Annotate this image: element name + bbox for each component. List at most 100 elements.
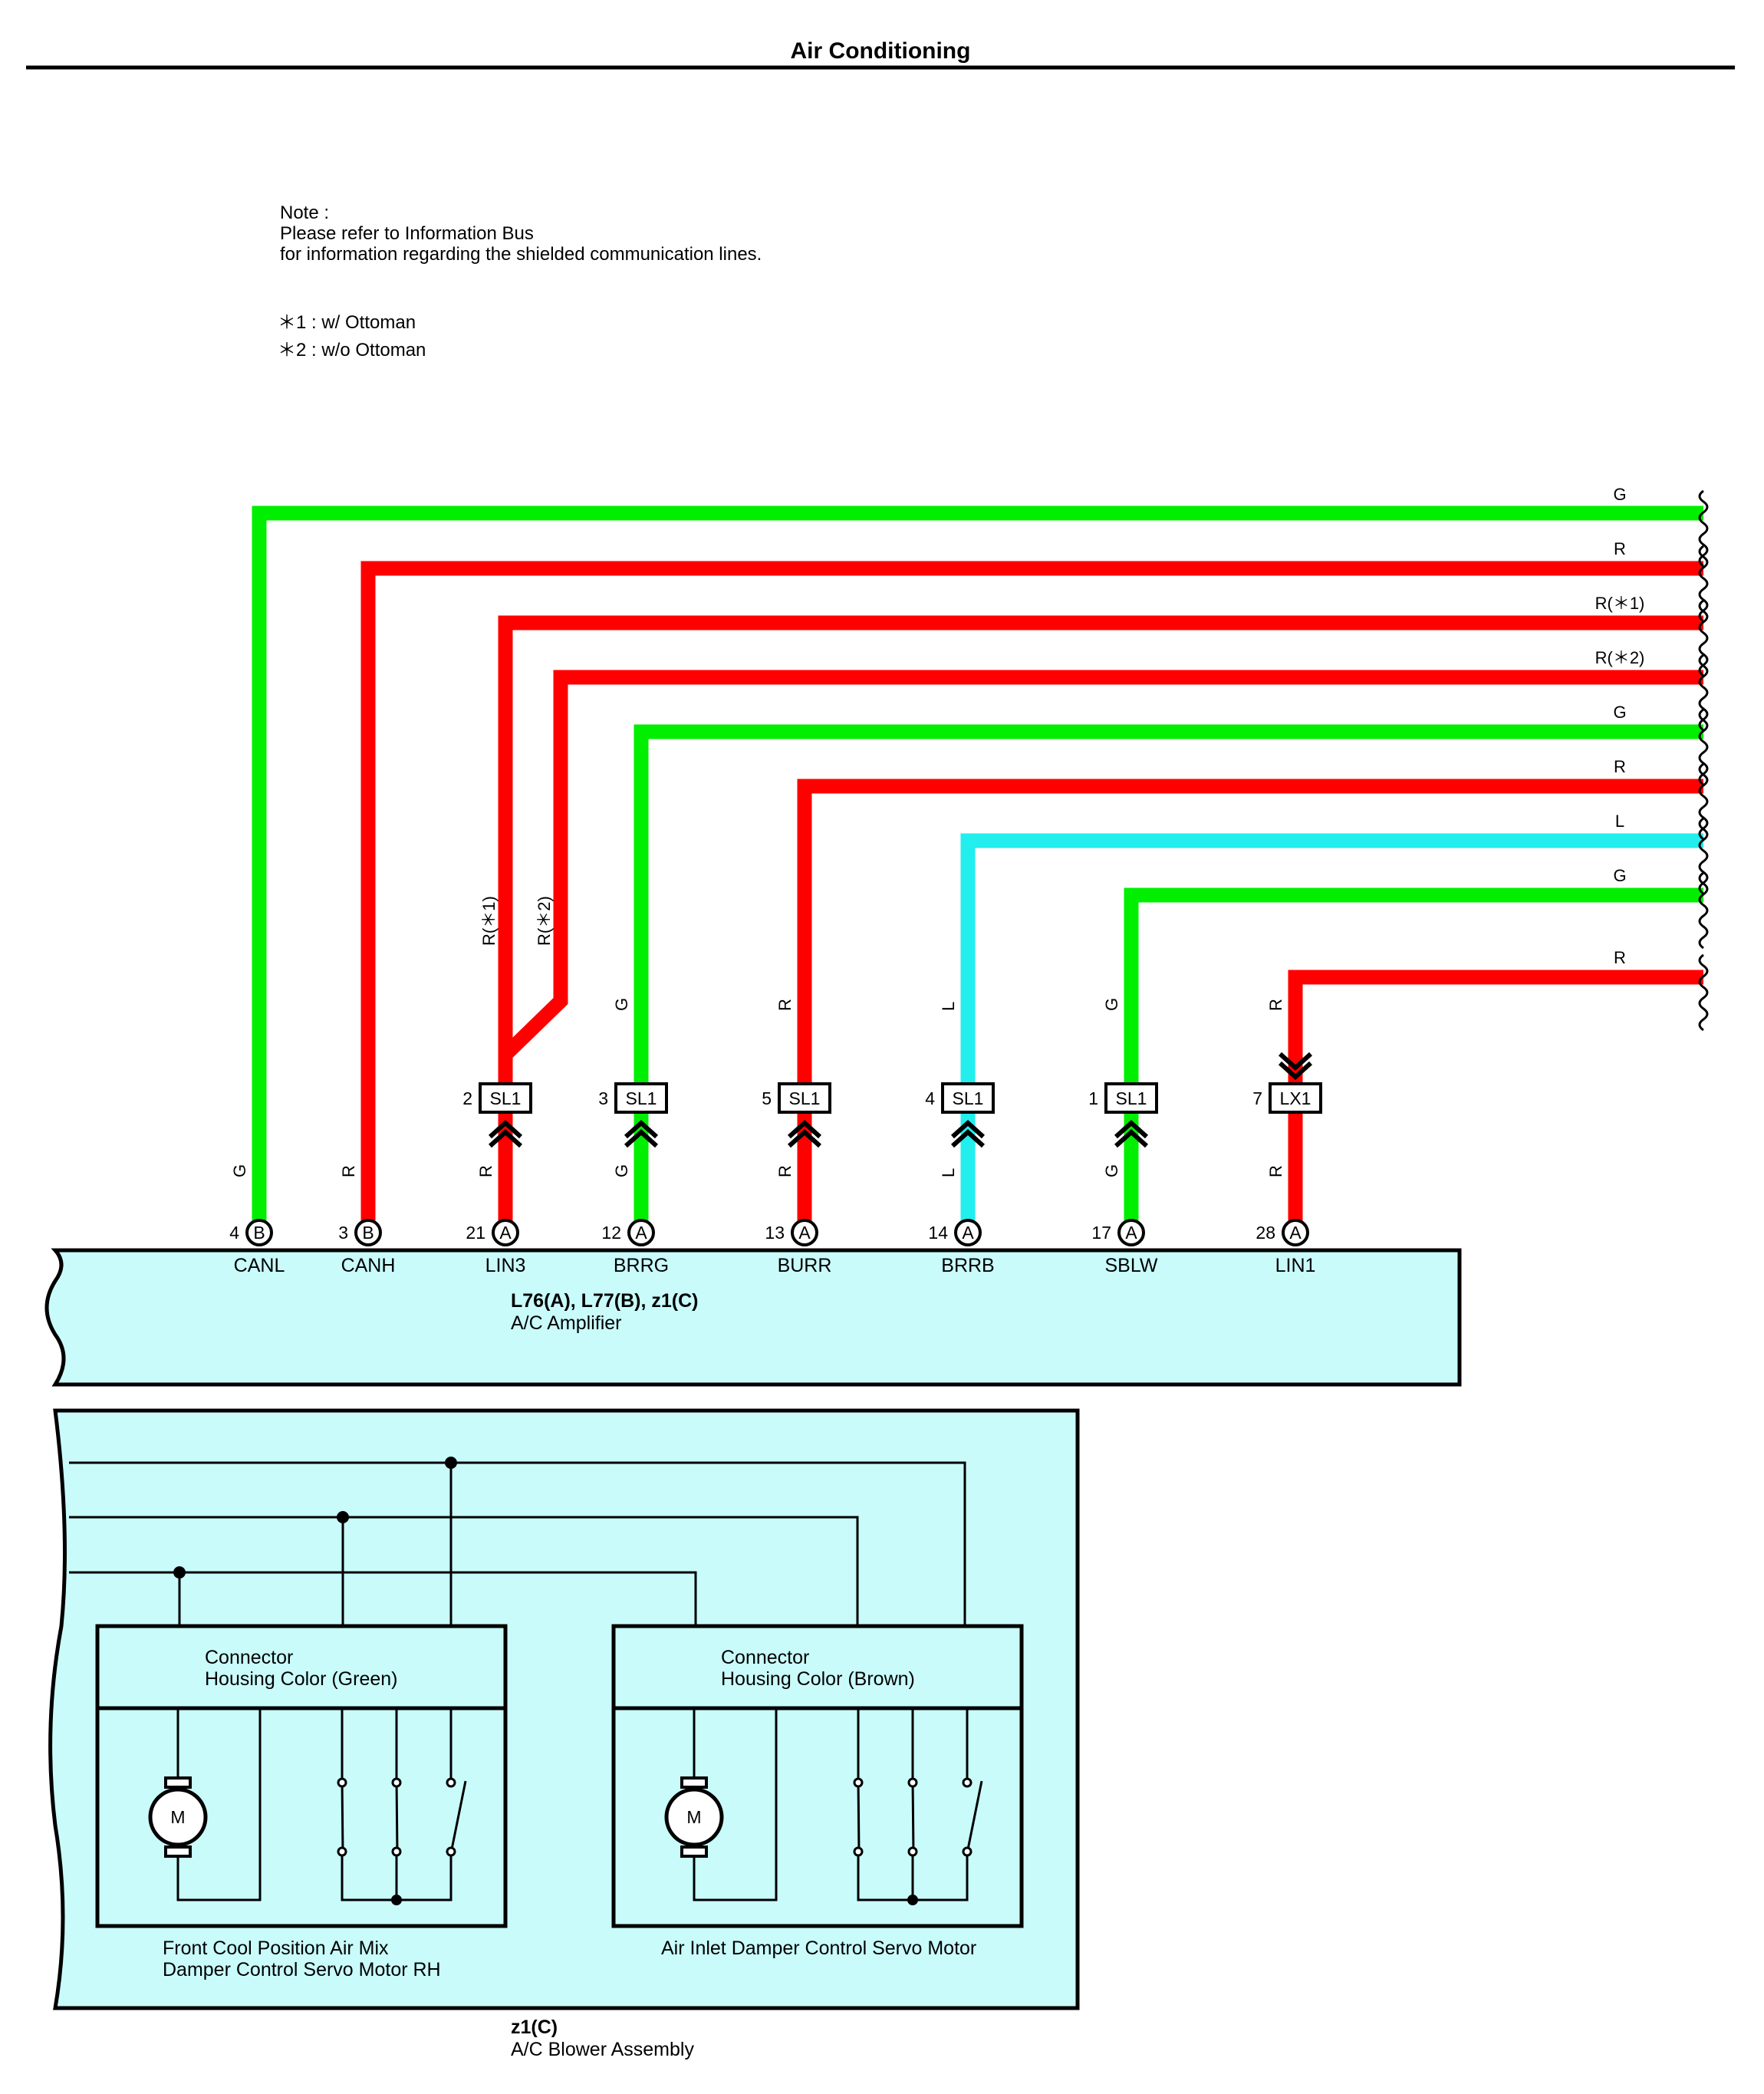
connector-pin: 4 bbox=[925, 1088, 935, 1108]
wire-label: G bbox=[1613, 703, 1626, 722]
wires bbox=[252, 505, 1703, 1233]
inline-connector-sl1: SL1 3 bbox=[598, 1082, 668, 1148]
junction-dot bbox=[445, 1457, 457, 1469]
vlabel-lower: R bbox=[339, 1165, 358, 1177]
vlabel-upper: G bbox=[612, 998, 631, 1011]
connector-pin: 5 bbox=[762, 1088, 772, 1108]
pin-number: 12 bbox=[601, 1223, 621, 1243]
footnote-1: ＊1 : w/ Ottoman bbox=[278, 312, 416, 333]
pin-name: CANH bbox=[341, 1255, 396, 1276]
wire-lin1-r bbox=[1288, 970, 1703, 1233]
amplifier-code: L76(A), L77(B), z1(C) bbox=[511, 1290, 698, 1312]
break-mark-8 bbox=[1698, 871, 1709, 950]
pin-conn-letter: B bbox=[253, 1223, 265, 1243]
note-line-2: for information regarding the shielded c… bbox=[280, 244, 762, 265]
pin-name: BRRG bbox=[614, 1255, 669, 1276]
inline-connector-sl1: SL1 4 bbox=[925, 1082, 995, 1148]
pin-name: BRRB bbox=[941, 1255, 994, 1276]
pin-circle bbox=[791, 1219, 818, 1246]
switch-contacts bbox=[853, 1777, 973, 1857]
connector-code: SL1 bbox=[626, 1088, 657, 1108]
pin-circle bbox=[627, 1219, 655, 1246]
inline-connector-sl1: SL1 5 bbox=[762, 1082, 831, 1148]
pin-circle bbox=[245, 1219, 273, 1246]
amplifier-body bbox=[44, 1248, 1462, 1387]
pin-conn-letter: A bbox=[798, 1223, 811, 1243]
servo-right-connector-line2: Housing Color (Brown) bbox=[721, 1668, 915, 1690]
motor-label: M bbox=[686, 1807, 701, 1827]
wire-lin3-r2 bbox=[500, 670, 1703, 1060]
connector-pin: 7 bbox=[1252, 1088, 1262, 1108]
wire-label: G bbox=[1613, 485, 1626, 504]
vlabel-upper: R bbox=[775, 999, 795, 1011]
wire-label: R bbox=[1614, 757, 1626, 776]
connector-arrow-icon bbox=[624, 1119, 659, 1148]
pin-name: LIN3 bbox=[485, 1255, 526, 1276]
wire-lin3-r1 bbox=[498, 615, 1703, 1055]
blower-code: z1(C) bbox=[511, 2017, 558, 2038]
pin-number: 21 bbox=[466, 1223, 485, 1243]
junction-dots bbox=[173, 1457, 457, 1579]
servo-right-name-line1: Air Inlet Damper Control Servo Motor bbox=[661, 1938, 976, 1959]
bus-line-2 bbox=[69, 1516, 859, 1626]
amp-pin-canh: B 3 CANH bbox=[338, 1219, 396, 1276]
vlabel-upper: G bbox=[1102, 998, 1121, 1011]
footnote-2: ＊2 : w/o Ottoman bbox=[278, 340, 426, 361]
amplifier-pins: B 4 CANL B 3 CANH A 21 LIN3 A 12 BRRG A … bbox=[229, 1219, 1316, 1276]
motor-icon bbox=[148, 1787, 208, 1847]
connector-box bbox=[778, 1082, 831, 1114]
amp-pin-canl: B 4 CANL bbox=[229, 1219, 285, 1276]
motor-brush-bottom bbox=[680, 1845, 708, 1858]
vlabel-lower: R bbox=[476, 1165, 495, 1177]
amp-pin-lin3: A 21 LIN3 bbox=[466, 1219, 526, 1276]
pin-circle bbox=[1117, 1219, 1145, 1246]
connector-code: SL1 bbox=[953, 1088, 984, 1108]
amp-pin-brrg: A 12 BRRG bbox=[601, 1219, 669, 1276]
break-mark-3 bbox=[1698, 599, 1709, 677]
diagram-title: Air Conditioning bbox=[791, 38, 971, 64]
wire-label: L bbox=[1615, 812, 1624, 831]
motor-brush-top bbox=[164, 1776, 192, 1789]
pin-circle bbox=[354, 1219, 382, 1246]
junction-dot bbox=[337, 1511, 349, 1523]
blower-internal-wiring bbox=[69, 1461, 966, 1626]
wire-sblw-g bbox=[1124, 887, 1703, 1233]
connector-pin: 3 bbox=[598, 1088, 608, 1108]
servo-motor-right: Connector Housing Color (Brown) M Air In… bbox=[611, 1624, 1024, 1959]
connector-box bbox=[941, 1082, 995, 1114]
pin-number: 4 bbox=[229, 1223, 239, 1243]
pin-conn-letter: A bbox=[962, 1223, 974, 1243]
pin-number: 13 bbox=[765, 1223, 785, 1243]
wire-label: R bbox=[1614, 948, 1626, 967]
pin-name: CANL bbox=[234, 1255, 285, 1276]
wire-label: R(＊2) bbox=[1595, 648, 1645, 667]
vlabel-lower: G bbox=[1102, 1164, 1121, 1177]
connector-arrow-icon bbox=[787, 1119, 822, 1148]
inline-connector-lx1: LX1 7 bbox=[1252, 1052, 1322, 1114]
wire-breaks bbox=[1698, 489, 1709, 1032]
amp-pin-sblw: A 17 SBLW bbox=[1091, 1219, 1158, 1276]
connector-box bbox=[614, 1082, 668, 1114]
amplifier-name: A/C Amplifier bbox=[511, 1312, 621, 1334]
pin-number: 3 bbox=[338, 1223, 348, 1243]
connector-arrow-icon bbox=[488, 1119, 523, 1148]
connector-box bbox=[1104, 1082, 1158, 1114]
blower-name: A/C Blower Assembly bbox=[511, 2039, 694, 2060]
vlabel-lower: G bbox=[230, 1164, 249, 1177]
servo-motor-left: Connector Housing Color (Green) M Front … bbox=[95, 1624, 508, 1980]
pin-number: 14 bbox=[928, 1223, 948, 1243]
vlabel-lower: R bbox=[1266, 1165, 1285, 1177]
motor-icon bbox=[664, 1787, 724, 1847]
break-mark-2 bbox=[1698, 545, 1709, 623]
motor-brush-bottom bbox=[164, 1845, 192, 1858]
note-line-1: Please refer to Information Bus bbox=[280, 223, 534, 244]
servo-right-frame bbox=[611, 1624, 1024, 1928]
servo-right-circuit bbox=[693, 1708, 983, 1901]
junction-dot bbox=[391, 1895, 402, 1905]
pin-name: LIN1 bbox=[1275, 1255, 1316, 1276]
connector-box bbox=[479, 1082, 532, 1114]
connector-code: SL1 bbox=[789, 1088, 821, 1108]
break-mark-4 bbox=[1698, 654, 1709, 732]
break-mark-5 bbox=[1698, 708, 1709, 786]
